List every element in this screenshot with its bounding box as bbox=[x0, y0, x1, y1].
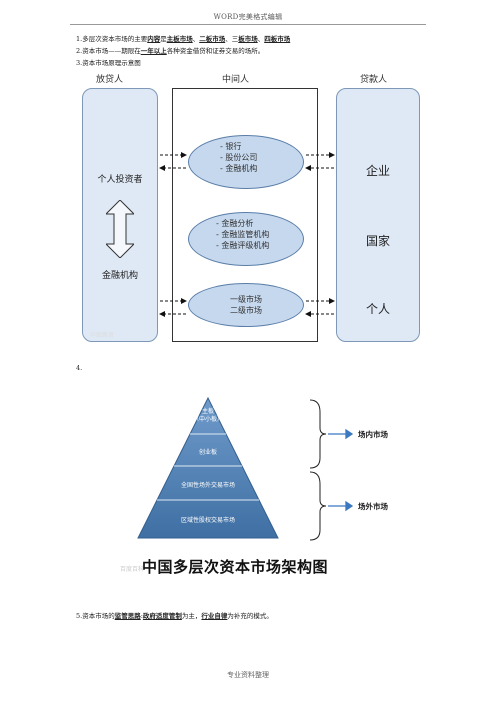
borrower-enterprise: 企业 bbox=[365, 164, 390, 178]
middleman-heading: 中间人 bbox=[222, 75, 250, 85]
borrower-panel bbox=[336, 88, 420, 342]
item-5: 5.资本市场的监管思路:政府适度管制为主，行业自律为补充的模式。 bbox=[76, 612, 273, 620]
watermark-baike: 百度百科 bbox=[120, 566, 145, 573]
item-2: 2.资本市场——期限在一年以上各种资金借贷和证券交易的场所。 bbox=[76, 47, 265, 55]
borrower-individual: 个人 bbox=[365, 302, 390, 316]
lender-heading: 放贷人 bbox=[96, 75, 124, 85]
ellipse-markets bbox=[188, 283, 304, 327]
financial-institution-label: 金融机构 bbox=[101, 271, 138, 281]
borrower-heading: 贷款人 bbox=[360, 75, 388, 85]
ellipse-analysis-text: - 金融分析 - 金融监管机构 - 金融评级机构 bbox=[216, 219, 270, 250]
pyramid-diagram: 主板（中小板） 创业板 全国性场外交易市场 区域性股权交易市场 场内市场 场外市… bbox=[110, 392, 434, 582]
otc-market-label: 场外市场 bbox=[358, 502, 388, 511]
item-3: 3.资本市场原理示意图 bbox=[76, 59, 141, 67]
ellipse-markets-text: 一级市场 二级市场 bbox=[230, 295, 262, 315]
flow-arrows bbox=[159, 152, 335, 317]
capital-market-diagram: 放贷人 中间人 贷款人 个人投资者 金融机构 华图教育 - 银行 - 股份公司 … bbox=[82, 72, 424, 342]
header-rule bbox=[70, 24, 426, 25]
pyramid-title: 中国多层次资本市场架构图 bbox=[142, 558, 329, 576]
pyramid-level-gem: 创业板 bbox=[198, 449, 217, 456]
double-arrow-icon bbox=[106, 200, 134, 258]
pyramid-level-regional-equity: 区域性股权交易市场 bbox=[180, 517, 235, 524]
page-footer: 专业资料整理 bbox=[227, 671, 269, 679]
watermark-huatu: 华图教育 bbox=[90, 332, 115, 339]
individual-investor-label: 个人投资者 bbox=[97, 175, 143, 185]
item-4: 4. bbox=[76, 364, 83, 372]
ellipse-analysis bbox=[188, 212, 304, 266]
pyramid-level-national-otc: 全国性场外交易市场 bbox=[180, 482, 235, 489]
ellipse-banks-text: - 银行 - 股份公司 - 金融机构 bbox=[220, 142, 258, 173]
borrower-state: 国家 bbox=[365, 234, 390, 248]
pyramid-shape bbox=[137, 396, 354, 541]
ellipse-banks bbox=[188, 135, 304, 189]
pyramid-level-main-board: 主板（中小板） bbox=[192, 408, 223, 423]
exchange-market-label: 场内市场 bbox=[358, 430, 388, 439]
item-1: 1.多层次资本市场的主要内容是主板市场、二板市场、三板市场、四板市场 bbox=[76, 35, 291, 43]
page-header: WORD完美格式编辑 bbox=[213, 13, 283, 21]
